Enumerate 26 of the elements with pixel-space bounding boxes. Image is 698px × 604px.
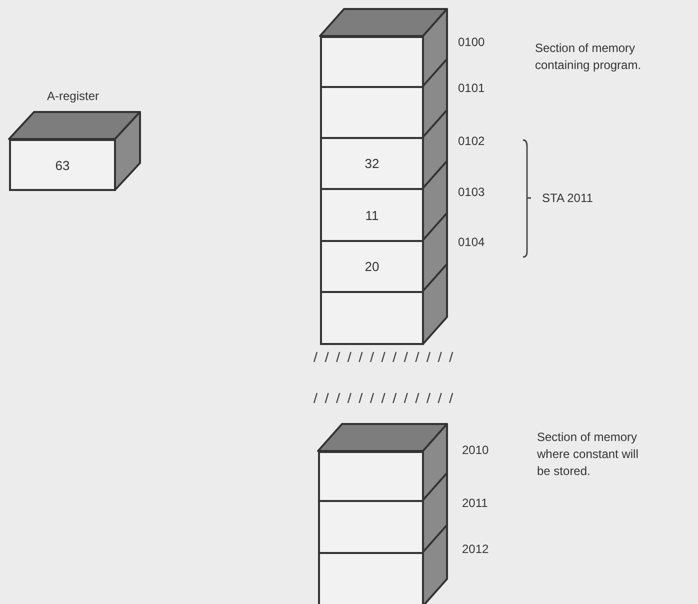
cell-value: 20 [364, 259, 380, 274]
memory-cell [318, 500, 424, 554]
note-text: Section of memory containing program. [535, 40, 642, 74]
memory-address: 0104 [458, 234, 485, 251]
memory-cell [318, 451, 424, 502]
memory-address: 2011 [462, 495, 488, 512]
register-box [9, 139, 116, 191]
note-text: STA 2011 [542, 190, 594, 207]
register-label: A-register [47, 88, 100, 105]
memory-cell [320, 291, 424, 345]
note-text: Section of memory where constant will be stored. [537, 429, 640, 480]
memory-cell [320, 86, 424, 139]
cell-value: 63 [55, 158, 70, 172]
cell-value: 11 [365, 208, 379, 222]
cell-value: 32 [364, 156, 380, 171]
memory-cell [320, 36, 424, 88]
memory-address: 0103 [458, 184, 485, 201]
memory-cell [318, 552, 424, 604]
memory-address: 2012 [462, 541, 489, 558]
memory-address: 0102 [458, 133, 485, 150]
memory-cell [320, 240, 424, 293]
memory-address: 0100 [458, 34, 485, 51]
memory-cell [320, 137, 424, 190]
memory-address: 2010 [462, 442, 489, 459]
memory-cell [320, 188, 424, 242]
memory-address: 0101 [458, 80, 485, 97]
